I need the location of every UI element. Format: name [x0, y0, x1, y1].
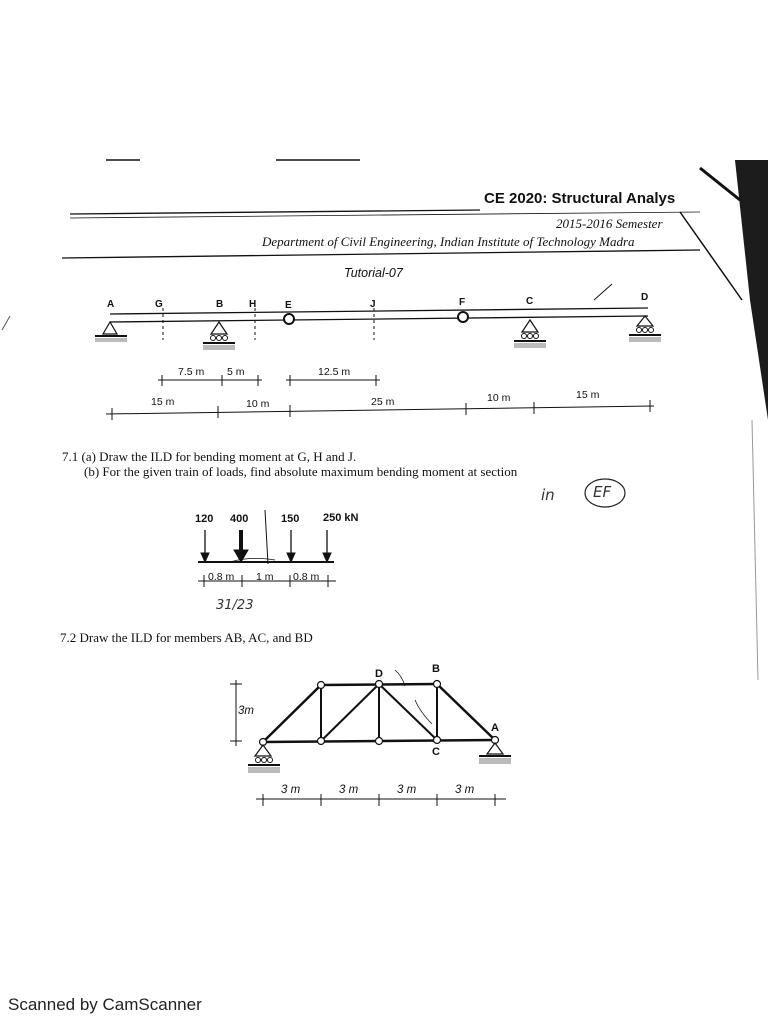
beam-label-e: E — [285, 300, 292, 311]
load-train — [198, 509, 334, 565]
question-7-2: 7.2 Draw the ILD for members AB, AC, and… — [60, 630, 313, 645]
beam-label-d: D — [641, 292, 649, 303]
load-dimension-lines — [198, 575, 336, 587]
dim-7-5m: 7.5 m — [178, 366, 205, 378]
truss-span-1: 3 m — [281, 784, 301, 796]
load-120: 120 — [195, 513, 214, 525]
beam-label-a: A — [107, 299, 115, 310]
load-250kn: 250 kN — [323, 512, 359, 524]
truss-diagram — [230, 669, 511, 806]
page-edge-shadow — [679, 160, 768, 681]
truss-label-c: C — [432, 746, 440, 758]
dim-15m-left: 15 m — [151, 396, 175, 408]
handwritten-in: in — [541, 486, 555, 504]
header-rules — [61, 159, 701, 259]
support-hatching — [95, 337, 661, 350]
truss-span-3: 3 m — [397, 784, 417, 796]
load-spacing-2: 1 m — [256, 571, 274, 583]
scanner-watermark: Scanned by CamScanner — [8, 995, 202, 1014]
truss-span-2: 3 m — [339, 784, 359, 796]
handwritten-circle — [584, 478, 626, 508]
department-text: Department of Civil Engineering, Indian … — [262, 234, 635, 249]
truss-support-hatching — [248, 758, 511, 773]
beam-label-j: J — [370, 299, 376, 310]
dim-5m: 5 m — [227, 366, 245, 378]
semester-text: 2015-2016 Semester — [556, 216, 663, 231]
beam-label-c: C — [526, 296, 534, 307]
question-7-1-a: 7.1 (a) Draw the ILD for bending moment … — [62, 449, 357, 464]
truss-height-label: 3m — [238, 705, 254, 717]
dim-15m-right: 15 m — [576, 389, 600, 401]
beam-label-b: B — [216, 299, 224, 310]
load-spacing-3: 0.8 m — [293, 571, 320, 583]
truss-label-a: A — [491, 722, 499, 734]
handwritten-note: 31/23 — [216, 598, 254, 613]
truss-span-4: 3 m — [455, 784, 475, 796]
tutorial-title: Tutorial-07 — [344, 266, 403, 280]
truss-label-d: D — [375, 668, 383, 680]
question-7-1-b: (b) For the given train of loads, find a… — [84, 464, 518, 479]
handwritten-ef: EF — [593, 483, 612, 501]
beam-diagram — [95, 283, 661, 344]
dim-10m-right: 10 m — [487, 392, 511, 404]
load-150: 150 — [281, 513, 300, 525]
dim-12-5m: 12.5 m — [318, 366, 351, 378]
margin-mark — [1, 315, 11, 331]
beam-label-f: F — [459, 297, 466, 308]
beam-label-h: H — [249, 299, 257, 310]
dim-10m-left: 10 m — [246, 398, 270, 410]
beam-label-g: G — [155, 299, 163, 310]
beam-dimension-lines — [105, 375, 655, 420]
load-spacing-1: 0.8 m — [208, 571, 235, 583]
course-title: CE 2020: Structural Analys — [484, 190, 676, 207]
truss-label-b: B — [432, 663, 440, 675]
load-400: 400 — [230, 513, 249, 525]
scanned-page — [0, 160, 768, 830]
dim-25m: 25 m — [371, 396, 395, 408]
